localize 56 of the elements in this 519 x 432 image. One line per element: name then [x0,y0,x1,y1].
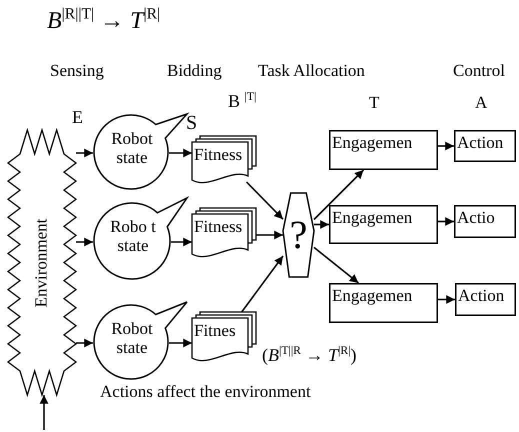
arrow [438,295,455,304]
decision-hexagon [283,193,314,277]
arrow [76,148,93,158]
stage-heading: Bidding [167,62,222,81]
process-box [329,283,438,323]
document-stack [192,312,256,360]
arrow [246,181,284,220]
process-box [329,205,438,244]
node-label: Engagemen [332,134,412,153]
node-label: Robo t state [109,218,157,256]
environment-starburst [8,130,76,395]
arrow [171,238,192,246]
node-label: Engagemen [332,209,412,228]
node-label: ? [290,213,308,257]
node-label: Robot state [110,320,154,358]
document-stack [192,136,256,182]
arrow [313,169,364,220]
node-label: Robot state [110,130,154,168]
node-label: Fitness [194,218,242,237]
symbol-label: T [369,94,380,113]
arrow [314,246,359,284]
arrow [76,338,93,348]
node-label: Action [457,134,504,153]
arrow [314,220,329,229]
stage-heading: Sensing [50,62,104,81]
process-box [455,283,516,316]
document-stack [192,208,256,256]
process-box [454,205,516,238]
note: Actions affect the environment [100,383,311,402]
symbol-label: S [186,112,198,134]
formula: (B$^{|T||R}$ → T$^{|R|}$) [262,346,356,366]
arrow [256,230,283,240]
formula: B$^{|R||T|}$ → T$^{|R|}$ [47,8,160,34]
arrow [169,148,192,158]
node-label: Actio [457,209,495,228]
stage-heading: Control [453,62,505,81]
node-label: Engagemen [332,287,412,306]
symbol-label: E [72,108,83,128]
node-label: Fitness [194,146,242,165]
symbol-label: A [475,94,488,113]
speech-bubble [93,196,189,280]
arrow [76,238,93,246]
arrow [241,256,284,312]
arrow [169,338,192,348]
node-label: Action [458,287,504,306]
arrow [438,142,454,150]
node-label: Environment [32,218,52,307]
stage-heading: Task Allocation [258,62,365,81]
arrow [438,217,454,226]
arrow [40,395,48,430]
speech-bubble [93,112,189,190]
speech-bubble [93,300,189,380]
node-label: Fitnes [194,322,236,341]
process-box [329,130,438,170]
symbol-label: B $^{|T|}$ [228,92,256,112]
process-box [454,130,516,162]
